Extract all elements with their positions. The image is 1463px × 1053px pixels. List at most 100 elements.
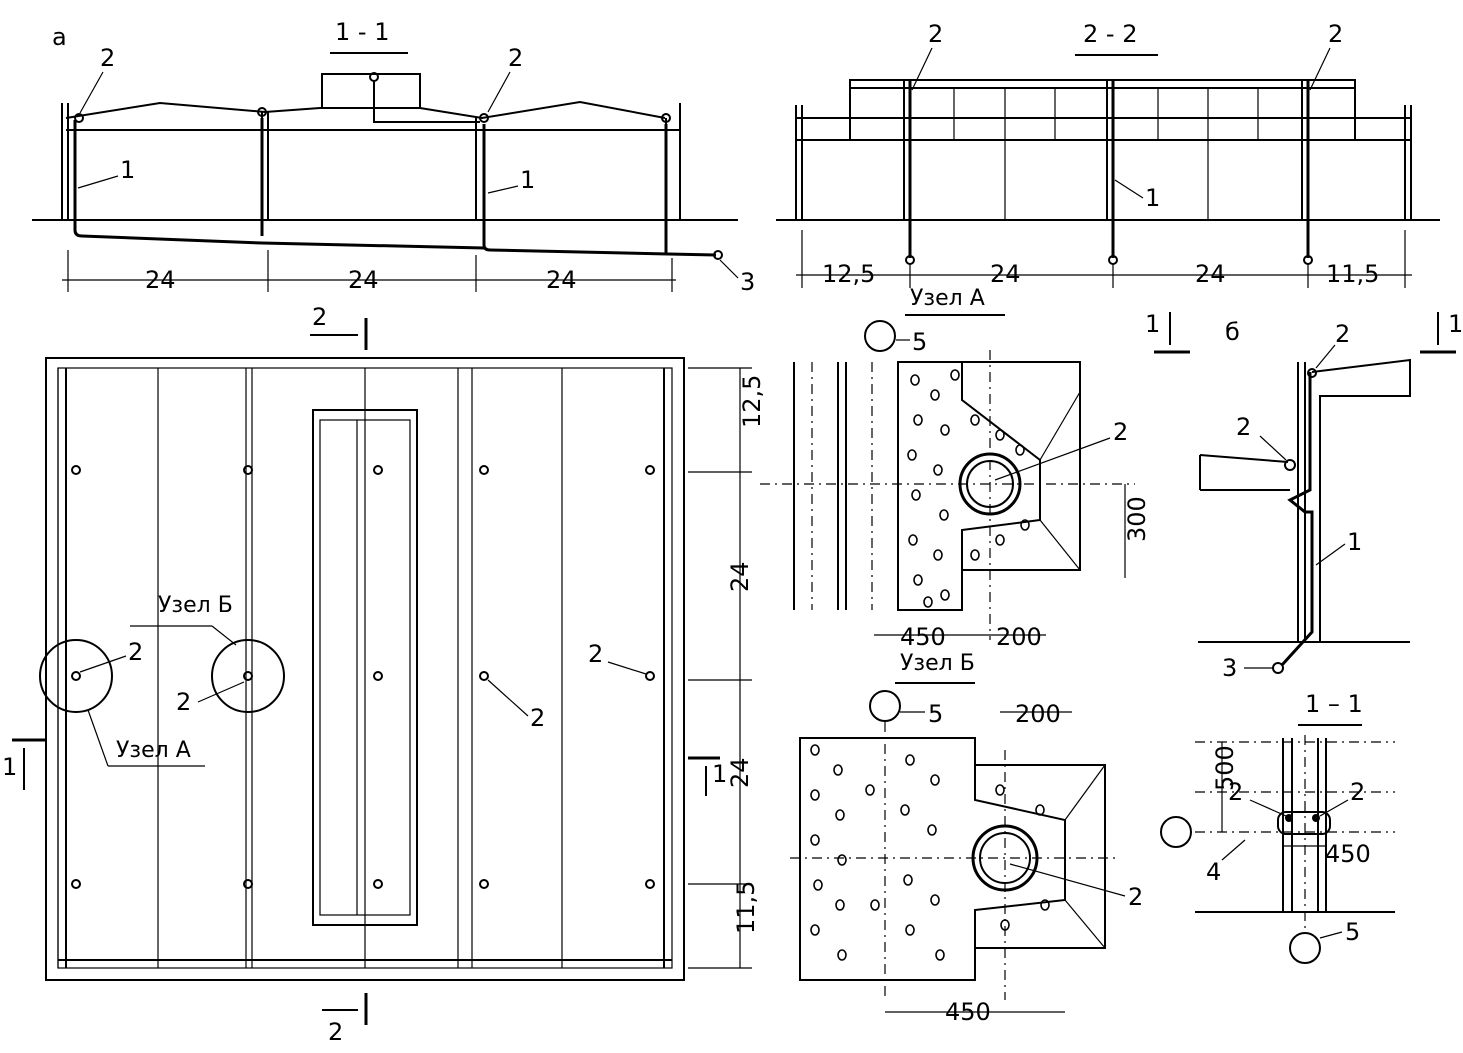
view-letter-b: б bbox=[1225, 318, 1240, 346]
funnel bbox=[243, 465, 253, 475]
callout-2: 2 bbox=[508, 44, 523, 72]
leader bbox=[1319, 799, 1349, 817]
dim-24: 24 bbox=[1195, 260, 1226, 288]
funnel-pair bbox=[1277, 811, 1331, 835]
leader bbox=[1309, 47, 1331, 91]
concrete-hatch bbox=[907, 369, 1030, 608]
callout-2: 2 bbox=[1335, 320, 1350, 348]
callout-2: 2 bbox=[1128, 883, 1143, 911]
dim-24: 24 bbox=[726, 561, 754, 592]
dim-200: 200 bbox=[996, 623, 1042, 651]
view-letter-a: а bbox=[52, 23, 67, 51]
funnels bbox=[71, 465, 655, 889]
callout-2: 2 bbox=[1328, 20, 1343, 48]
callout-2: 2 bbox=[1228, 778, 1243, 806]
low-roof bbox=[1199, 454, 1289, 463]
section-2-2-title: 2 - 2 bbox=[1083, 20, 1137, 48]
callout-2: 2 bbox=[1236, 413, 1251, 441]
node-b-marker bbox=[211, 639, 285, 713]
callout-3: 3 bbox=[1222, 654, 1237, 682]
callout-2: 2 bbox=[588, 640, 603, 668]
callout-3: 3 bbox=[740, 268, 755, 296]
leader bbox=[1259, 435, 1287, 461]
leader bbox=[487, 185, 519, 194]
cut-2-label: 2 bbox=[328, 1018, 343, 1046]
dim-200: 200 bbox=[1015, 700, 1061, 728]
axis-bubble-4 bbox=[1160, 816, 1192, 848]
dim-11-5: 11,5 bbox=[1326, 260, 1379, 288]
bowl-edge bbox=[1039, 519, 1081, 571]
roof-plan: 2 2 1 1 2 2 2 2 Узел Б Узел А 12,5 2 bbox=[2, 303, 766, 1046]
bowl-edge bbox=[1064, 764, 1106, 821]
axis-bubble bbox=[869, 690, 901, 722]
leader bbox=[1315, 344, 1336, 369]
node-a-detail: Узел А 5 2 45 bbox=[760, 286, 1151, 651]
concrete-slab bbox=[897, 361, 1081, 611]
funnel bbox=[645, 671, 655, 681]
callout-5: 5 bbox=[912, 328, 927, 356]
leader bbox=[487, 679, 529, 717]
cut-2-label: 2 bbox=[312, 303, 327, 331]
node-a-label: Узел А bbox=[116, 738, 191, 763]
funnel bbox=[373, 465, 383, 475]
leader bbox=[1009, 863, 1126, 897]
funnel-bowl bbox=[974, 764, 1106, 949]
leader bbox=[487, 71, 511, 113]
node-b-label: Узел Б bbox=[158, 593, 233, 618]
leader bbox=[994, 437, 1111, 481]
funnel bbox=[661, 113, 671, 123]
dim-24: 24 bbox=[348, 266, 379, 294]
callout-2: 2 bbox=[128, 638, 143, 666]
callout-1: 1 bbox=[120, 156, 135, 184]
riser bbox=[1280, 372, 1314, 667]
dim-12-5: 12,5 bbox=[822, 260, 875, 288]
dim-24: 24 bbox=[546, 266, 577, 294]
funnel bbox=[479, 465, 489, 475]
dim-300: 300 bbox=[1123, 496, 1151, 542]
riser-3 bbox=[482, 124, 669, 256]
axis-bubble-5 bbox=[1289, 932, 1321, 964]
funnel bbox=[74, 113, 84, 123]
cut-1-label: 1 bbox=[1145, 310, 1160, 338]
callout-2: 2 bbox=[1113, 418, 1128, 446]
callout-2: 2 bbox=[176, 688, 191, 716]
callout-2: 2 bbox=[100, 44, 115, 72]
plan-outer-wall bbox=[45, 357, 685, 981]
funnel bbox=[243, 879, 253, 889]
node-b-detail: Узел Б 5 2 200 bbox=[790, 651, 1143, 1026]
leader bbox=[1114, 179, 1144, 199]
outlet bbox=[1272, 662, 1284, 674]
leader bbox=[197, 681, 245, 703]
section-1-1-detail: 1 – 1 2 2 4 5 500 450 bbox=[1160, 690, 1395, 964]
leader bbox=[77, 175, 119, 189]
funnel bbox=[1285, 814, 1293, 822]
dim-450: 450 bbox=[900, 623, 946, 651]
lantern-drain-pipe bbox=[373, 80, 480, 123]
callout-2: 2 bbox=[1350, 778, 1365, 806]
dim-500: 500 bbox=[1211, 745, 1239, 791]
funnel bbox=[479, 671, 489, 681]
funnel bbox=[257, 107, 267, 117]
callout-4: 4 bbox=[1206, 858, 1221, 886]
cut-1-label: 1 bbox=[1448, 310, 1463, 338]
funnel bbox=[373, 879, 383, 889]
funnel bbox=[479, 113, 489, 123]
funnel bbox=[645, 879, 655, 889]
leader bbox=[1319, 931, 1343, 939]
leader bbox=[911, 47, 933, 91]
riser-1 bbox=[73, 120, 263, 245]
section-1-1-title: 1 - 1 bbox=[335, 18, 389, 46]
cut-1-label: 1 bbox=[2, 753, 17, 781]
funnel bbox=[1312, 814, 1320, 822]
dim-24: 24 bbox=[990, 260, 1021, 288]
funnel bbox=[645, 465, 655, 475]
leader bbox=[1249, 799, 1287, 817]
plan-lantern-inner bbox=[319, 419, 411, 916]
funnel bbox=[71, 671, 81, 681]
dim-24: 24 bbox=[145, 266, 176, 294]
node-a-title: Узел А bbox=[910, 286, 985, 311]
leader bbox=[607, 661, 647, 675]
leader bbox=[79, 71, 104, 114]
node-a-marker bbox=[39, 639, 113, 713]
axis-bubble bbox=[864, 320, 896, 352]
